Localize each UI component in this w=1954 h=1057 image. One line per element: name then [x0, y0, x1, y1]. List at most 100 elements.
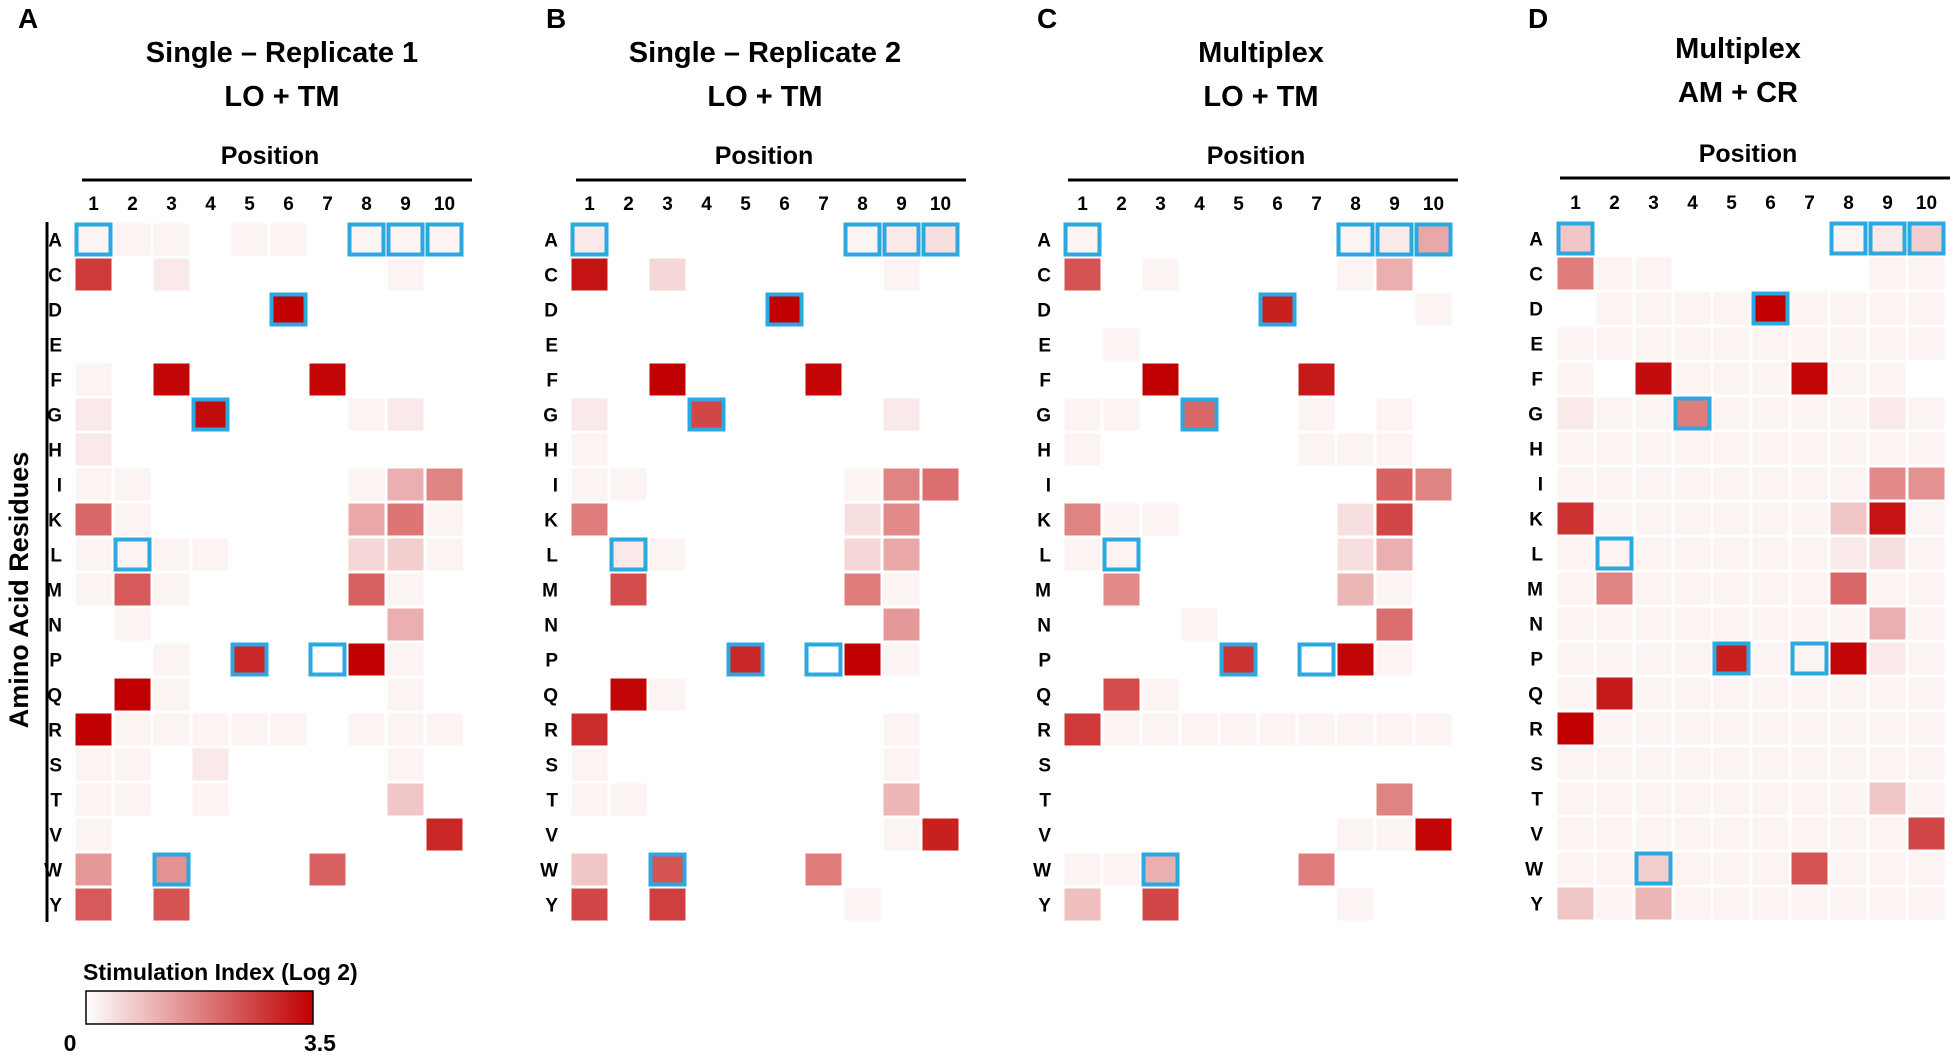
heatmap-cell: [231, 503, 268, 536]
heatmap-cell: [1830, 852, 1867, 885]
heatmap-cell: [231, 818, 268, 851]
heatmap-cell: [688, 328, 725, 361]
heatmap-cell: [75, 503, 112, 536]
heatmap-cell: [1713, 362, 1750, 395]
row-tick-label: K: [1529, 510, 1543, 531]
heatmap-cell: [1064, 503, 1101, 536]
heatmap-cell: [1791, 887, 1828, 920]
row-tick-label: T: [1039, 791, 1051, 812]
heatmap-cell: [610, 888, 647, 921]
row-tick-label: K: [544, 511, 558, 532]
heatmap-cell: [153, 363, 190, 396]
heatmap-cell: [688, 538, 725, 571]
heatmap-cell: [610, 853, 647, 886]
heatmap-cell: [1103, 328, 1140, 361]
heatmap-cell: [1674, 537, 1711, 570]
heatmap-cell: [75, 538, 112, 571]
heatmap-cell: [75, 363, 112, 396]
heatmap-cell: [805, 293, 842, 326]
heatmap-cell: [1791, 642, 1828, 675]
heatmap-cell: [1830, 537, 1867, 570]
heatmap-cell: [844, 608, 881, 641]
heatmap-cell: [1791, 362, 1828, 395]
heatmap-cell: [192, 503, 229, 536]
heatmap-cell: [1635, 782, 1672, 815]
heatmap-cell: [309, 818, 346, 851]
heatmap-cell: [1064, 713, 1101, 746]
highlight-box: [1063, 222, 1102, 257]
heatmap-cell: [1376, 398, 1413, 431]
panel-title-line2: LO + TM: [224, 81, 339, 113]
heatmap-cell: [1908, 607, 1945, 640]
heatmap-cell: [153, 643, 190, 676]
heatmap-cell: [192, 363, 229, 396]
heatmap-cell: [1259, 328, 1296, 361]
heatmap-cell: [1674, 887, 1711, 920]
heatmap-cell: [805, 713, 842, 746]
heatmap-cell: [1869, 397, 1906, 430]
heatmap-cell: [1674, 677, 1711, 710]
heatmap-cell: [192, 293, 229, 326]
heatmap-cell: [153, 468, 190, 501]
heatmap-cell: [1142, 328, 1179, 361]
heatmap-cell: [1298, 503, 1335, 536]
heatmap-cell: [571, 573, 608, 606]
heatmap-cell: [1674, 432, 1711, 465]
heatmap-cell: [1713, 782, 1750, 815]
heatmap-cell: [231, 328, 268, 361]
heatmap-cell: [883, 433, 920, 466]
heatmap-cell: [1220, 398, 1257, 431]
heatmap-cell: [649, 223, 686, 256]
heatmap-cell: [1220, 538, 1257, 571]
heatmap-cell: [1557, 747, 1594, 780]
heatmap-cell: [1220, 258, 1257, 291]
heatmap-cell: [1415, 748, 1452, 781]
heatmap-cell: [883, 888, 920, 921]
heatmap-cell: [114, 888, 151, 921]
heatmap-cell: [805, 328, 842, 361]
column-tick-label: 5: [1726, 193, 1737, 214]
heatmap-cell: [727, 503, 764, 536]
heatmap-cell: [1752, 572, 1789, 605]
heatmap-cell: [426, 398, 463, 431]
row-tick-label: V: [1038, 826, 1051, 847]
heatmap-cell: [1298, 853, 1335, 886]
heatmap-cell: [922, 223, 959, 256]
heatmap-cell: [1337, 888, 1374, 921]
row-tick-label: C: [544, 266, 558, 287]
heatmap-cell: [1752, 362, 1789, 395]
heatmap-cell: [1791, 572, 1828, 605]
heatmap-cell: [1142, 573, 1179, 606]
heatmap-cell: [1830, 502, 1867, 535]
heatmap-cell: [1142, 223, 1179, 256]
heatmap-cell: [1869, 852, 1906, 885]
heatmap-cell: [1376, 573, 1413, 606]
heatmap-cell: [426, 853, 463, 886]
heatmap-cell: [688, 223, 725, 256]
heatmap-cell: [1181, 783, 1218, 816]
heatmap-cell: [1713, 747, 1750, 780]
heatmap-cell: [1103, 818, 1140, 851]
highlight-box: [230, 642, 269, 677]
heatmap-cell: [883, 293, 920, 326]
heatmap-cell: [571, 538, 608, 571]
heatmap-cell: [1298, 398, 1335, 431]
heatmap-cell: [1415, 783, 1452, 816]
heatmap-cell: [1220, 643, 1257, 676]
heatmap-cell: [387, 293, 424, 326]
heatmap-cell: [75, 678, 112, 711]
heatmap-cell: [1752, 887, 1789, 920]
heatmap-cell: [1337, 678, 1374, 711]
heatmap-cell: [922, 713, 959, 746]
heatmap-cell: [1791, 292, 1828, 325]
heatmap-cell: [1259, 468, 1296, 501]
heatmap-cell: [1713, 712, 1750, 745]
heatmap-cell: [727, 573, 764, 606]
column-tick-label: 2: [1116, 194, 1127, 215]
heatmap-cell: [1376, 678, 1413, 711]
heatmap-cell: [270, 713, 307, 746]
heatmap-cell: [649, 608, 686, 641]
heatmap-cell: [844, 328, 881, 361]
heatmap-cell: [1415, 293, 1452, 326]
heatmap-cell: [1791, 257, 1828, 290]
